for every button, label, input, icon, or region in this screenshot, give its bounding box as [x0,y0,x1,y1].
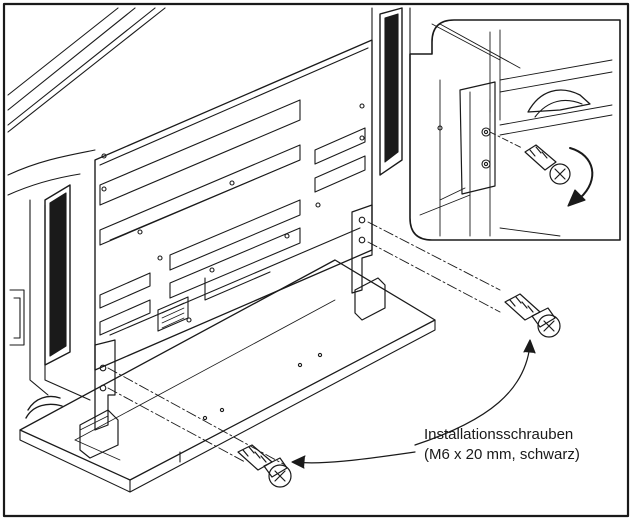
callout-arrows [291,339,536,469]
post-hole-left-lower [99,384,107,392]
post-hole-right-lower [358,236,366,244]
rear-panel [94,39,373,421]
callout-line-1: Installationsschrauben [424,426,574,443]
post-hole-left-upper [99,364,107,372]
screw-right [504,293,561,338]
stand-posts [94,204,373,431]
screw-callout: Installationsschrauben (M6 x 20 mm, schw… [424,425,629,465]
tv-frame [7,7,411,401]
stand-base [19,259,436,493]
alignment-lines [107,221,501,466]
screw-left [237,444,292,488]
inset-detail [409,19,621,241]
post-hole-right-upper [358,216,366,224]
callout-line-2: (M6 x 20 mm, schwarz) [424,446,580,463]
